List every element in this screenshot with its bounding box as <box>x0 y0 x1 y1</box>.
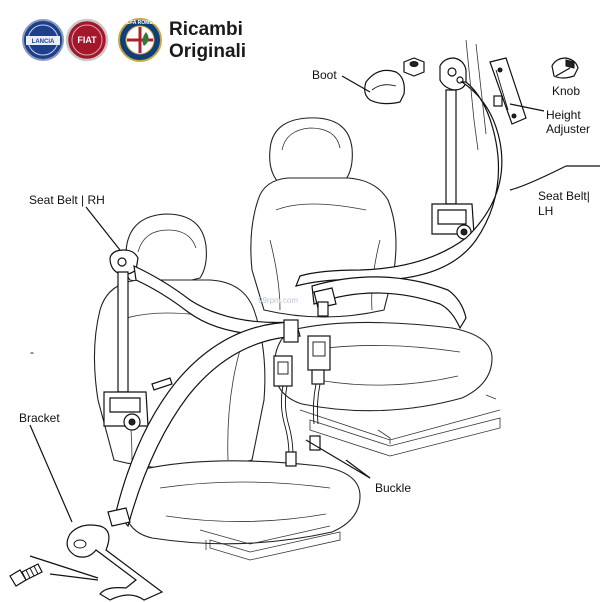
watermark-text: 99rpm.com <box>258 296 298 305</box>
label-boot: Boot <box>312 68 337 82</box>
bracket-part <box>66 524 164 601</box>
label-knob: Knob <box>552 84 580 98</box>
height-adjuster-part <box>465 39 527 151</box>
knob-part <box>551 57 579 79</box>
brand-header: LANCIA FIAT ALFA ROMEO Ricambi Originali <box>22 18 246 62</box>
label-height-adjuster-line2: Adjuster <box>546 122 590 136</box>
nut-part <box>403 57 425 77</box>
seat-belt-lh <box>294 57 503 330</box>
alfa-romeo-logo: ALFA ROMEO <box>118 18 162 62</box>
label-height-adjuster-line1: Height <box>546 108 581 122</box>
brand-title-line1: Ricambi <box>169 19 243 40</box>
label-seat-belt-lh-line2: LH <box>538 204 553 218</box>
lancia-logo-text: LANCIA <box>32 39 55 45</box>
brand-title-line2: Originali <box>169 41 246 62</box>
fiat-logo: FIAT <box>65 18 109 62</box>
boot-part <box>364 69 405 105</box>
label-bracket: Bracket <box>19 411 60 425</box>
label-dash: - <box>30 345 34 359</box>
bolt-part <box>9 563 43 587</box>
label-buckle: Buckle <box>375 481 411 495</box>
label-seat-belt-rh: Seat Belt | RH <box>29 193 105 207</box>
alfa-romeo-logo-text: ALFA ROMEO <box>123 20 156 26</box>
part-labels: Boot Knob Height Adjuster Seat Belt | RH… <box>19 68 590 495</box>
fiat-logo-text: FIAT <box>77 35 97 45</box>
seat-belt-rh <box>103 249 301 528</box>
leader-lines <box>29 67 600 581</box>
lancia-logo: LANCIA <box>22 19 64 61</box>
buckle-assembly <box>273 335 331 467</box>
label-seat-belt-lh-line1: Seat Belt| <box>538 189 590 203</box>
